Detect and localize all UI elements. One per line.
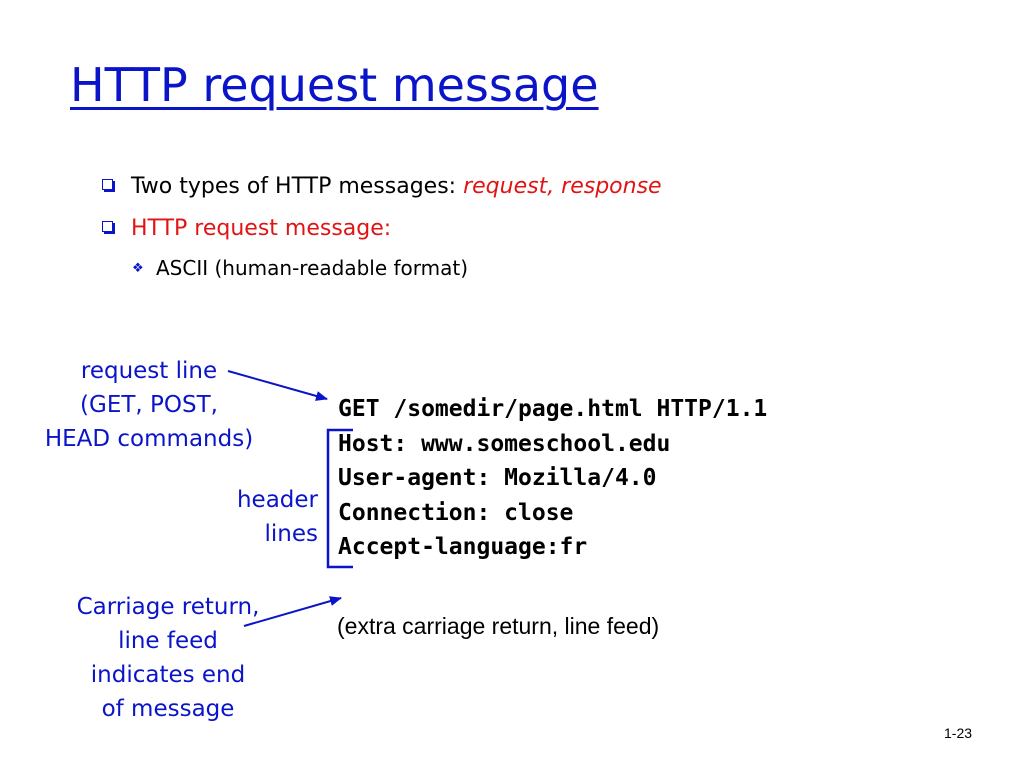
callout-line: lines: [264, 521, 319, 547]
bullet-text: Two types of HTTP messages:: [131, 174, 464, 199]
header-line-host: Host: www.someschool.edu: [338, 430, 671, 457]
callout-line: of message: [101, 696, 235, 722]
bullet-text: HTTP request message:: [131, 216, 392, 241]
callout-header-lines: header lines: [200, 483, 318, 551]
bullet-emphasis: request, response: [463, 174, 662, 199]
callout-line: request line: [80, 358, 218, 384]
callout-line: HEAD commands): [44, 426, 254, 452]
square-bullet-icon: [102, 221, 113, 232]
arrow-icon: [243, 596, 342, 627]
slide-title: HTTP request message: [70, 58, 599, 112]
header-line-connection: Connection: close: [338, 499, 574, 526]
request-message-block: GET /somedir/page.html HTTP/1.1 Host: ww…: [338, 392, 767, 565]
callout-line: Carriage return,: [76, 594, 260, 620]
header-line-user-agent: User-agent: Mozilla/4.0: [338, 465, 657, 491]
callout-line: indicates end: [90, 662, 246, 688]
page-number: 1-23: [944, 725, 973, 741]
request-line: GET /somedir/page.html HTTP/1.1: [338, 396, 768, 422]
bullet-message-types: Two types of HTTP messages: request, res…: [102, 174, 662, 199]
extra-crlf-note: (extra carriage return, line feed): [337, 613, 660, 639]
callout-line: (GET, POST,: [80, 392, 218, 418]
diamond-bullet-icon: ❖: [132, 261, 144, 276]
callout-line: header: [236, 487, 318, 513]
bracket-icon: [326, 428, 353, 569]
callout-carriage-return: Carriage return, line feed indicates end…: [52, 590, 284, 726]
square-bullet-icon: [102, 179, 113, 190]
callout-request-line: request line (GET, POST, HEAD commands): [30, 354, 268, 456]
bullet-request-message: HTTP request message:: [102, 216, 391, 241]
header-line-accept-language: Accept-language:fr: [338, 534, 588, 560]
sub-bullet-text: ASCII (human-readable format): [156, 256, 469, 280]
arrow-icon: [227, 370, 328, 401]
callout-line: line feed: [118, 628, 218, 654]
sub-bullet-ascii: ❖ ASCII (human-readable format): [132, 256, 468, 280]
